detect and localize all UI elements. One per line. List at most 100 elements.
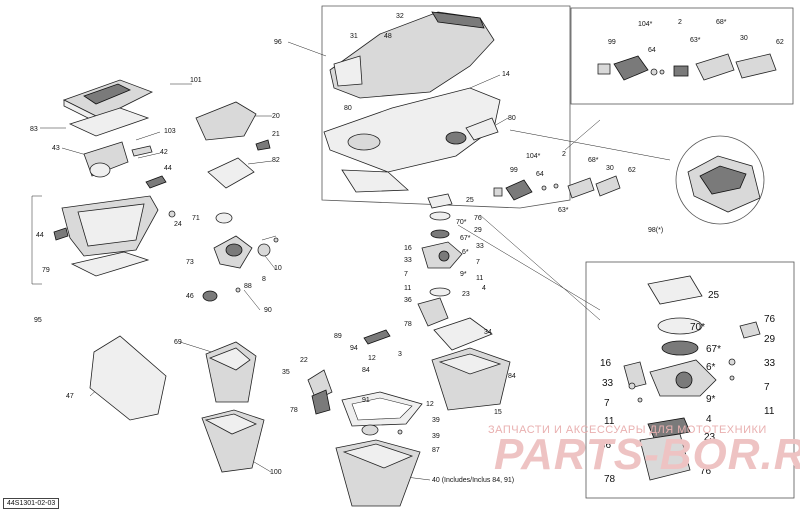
callout-2: 2 xyxy=(678,19,682,26)
latch-22 xyxy=(307,369,333,415)
watermark-tagline: ЗАПЧАСТИ И АКСЕССУАРЫ ДЛЯ МОТОТЕХНИКИ xyxy=(488,424,767,436)
screw-24 xyxy=(168,210,176,218)
callout-43: 43 xyxy=(52,145,60,152)
container-69 xyxy=(205,341,257,403)
seal-79 xyxy=(70,251,150,277)
zoom-bracket-76 xyxy=(739,321,761,339)
callout-20: 20 xyxy=(272,113,280,120)
callout-40: 40 (Includes/Inclus 84, 91) xyxy=(432,477,514,484)
top-cover-48 xyxy=(329,11,495,99)
zoom-callout-11-right: 11 xyxy=(764,406,775,417)
callout-31: 31 xyxy=(350,33,358,40)
pump-73 xyxy=(213,235,253,269)
callout-70: 70* xyxy=(456,219,467,226)
zoom-valve-body-6 xyxy=(649,359,717,397)
gasket-83 xyxy=(68,107,150,137)
air-box-cover-101 xyxy=(62,79,153,125)
callout-33: 33 xyxy=(404,257,412,264)
callout-64-mid: 64 xyxy=(536,171,544,178)
callout-98: 98(*) xyxy=(648,227,663,234)
part-21 xyxy=(255,139,271,151)
watermark-logo: PARTS-BOR.RU xyxy=(494,430,800,479)
callout-89: 89 xyxy=(334,333,342,340)
callout-73: 73 xyxy=(186,259,194,266)
zoom-callout-16: 16 xyxy=(600,358,612,369)
zoom-callout-70: 70* xyxy=(690,322,705,333)
lower-cover-14 xyxy=(323,87,501,173)
cup-87 xyxy=(361,424,379,436)
ring-70 xyxy=(429,211,451,221)
sensor-assembly-104 xyxy=(597,53,777,81)
zoom-callout-29: 29 xyxy=(764,334,776,345)
zoom-ring-70 xyxy=(657,317,703,335)
callout-42: 42 xyxy=(160,149,168,156)
zoom-callout-78: 78 xyxy=(604,474,616,485)
container-100 xyxy=(201,409,265,473)
callout-69: 69 xyxy=(174,339,182,346)
callout-24: 24 xyxy=(174,221,182,228)
callout-30-mid: 30 xyxy=(606,165,614,172)
seal-80-left xyxy=(341,169,409,193)
zoom-washer-7b xyxy=(729,375,735,381)
callout-9: 9* xyxy=(460,271,467,278)
callout-46: 46 xyxy=(186,293,194,300)
zoom-callout-76-bottom: 76 xyxy=(700,466,712,477)
callout-87: 87 xyxy=(432,447,440,454)
sensor-detail-circle xyxy=(675,135,765,225)
callout-84-left: 84 xyxy=(362,367,370,374)
callout-30: 30 xyxy=(740,35,748,42)
callout-39-b: 39 xyxy=(432,433,440,440)
bin-40 xyxy=(335,439,421,507)
mount-42 xyxy=(131,145,153,157)
top-cover-group-frame xyxy=(321,5,571,209)
gasket-34 xyxy=(433,317,493,351)
callout-94: 94 xyxy=(350,345,358,352)
zoom-seal-23 xyxy=(647,417,691,439)
callout-44-top: 44 xyxy=(164,165,172,172)
callout-63: 63* xyxy=(690,37,701,44)
washer-10 xyxy=(273,237,279,243)
callout-104: 104* xyxy=(638,21,653,28)
zoom-callout-67: 67* xyxy=(706,344,721,355)
callout-23: 23 xyxy=(462,291,470,298)
callout-63-mid: 63* xyxy=(558,207,569,214)
callout-76: 76 xyxy=(474,215,482,222)
callout-22: 22 xyxy=(300,357,308,364)
callout-16: 16 xyxy=(404,245,412,252)
knob-71 xyxy=(215,212,233,224)
callout-64: 64 xyxy=(648,47,656,54)
callout-62: 62 xyxy=(776,39,784,46)
zoom-detail-frame xyxy=(585,261,795,499)
callout-78-left: 78 xyxy=(290,407,298,414)
zoom-callout-23: 23 xyxy=(704,432,716,443)
callout-48: 48 xyxy=(384,33,392,40)
callout-21: 21 xyxy=(272,131,280,138)
frame-84 xyxy=(341,391,423,427)
callout-68-mid: 68* xyxy=(588,157,599,164)
callout-95: 95 xyxy=(34,317,42,324)
callout-91: 91 xyxy=(362,397,370,404)
zoom-callout-11-left: 11 xyxy=(604,416,615,427)
valve-body-6 xyxy=(421,241,463,269)
bolt-39 xyxy=(397,429,403,435)
callout-12-right: 12 xyxy=(426,401,434,408)
bracket-36 xyxy=(417,297,449,327)
zoom-callout-76-top: 76 xyxy=(764,314,776,325)
air-box-base xyxy=(61,195,159,257)
intake-duct-43 xyxy=(83,141,129,178)
callout-67: 67* xyxy=(460,235,471,242)
callout-80-left: 80 xyxy=(344,105,352,112)
callout-4: 4 xyxy=(482,285,486,292)
callout-15: 15 xyxy=(494,409,502,416)
zoom-callout-33-left: 33 xyxy=(602,378,614,389)
callout-35: 35 xyxy=(282,369,290,376)
zoom-washer-7 xyxy=(637,397,643,403)
callout-96: 96 xyxy=(274,39,282,46)
callout-7: 7 xyxy=(404,271,408,278)
callout-12-left: 12 xyxy=(368,355,376,362)
callout-71: 71 xyxy=(192,215,200,222)
callout-14: 14 xyxy=(502,71,510,78)
callout-79: 79 xyxy=(42,267,50,274)
callout-32: 32 xyxy=(396,13,404,20)
callout-2-mid: 2 xyxy=(562,151,566,158)
